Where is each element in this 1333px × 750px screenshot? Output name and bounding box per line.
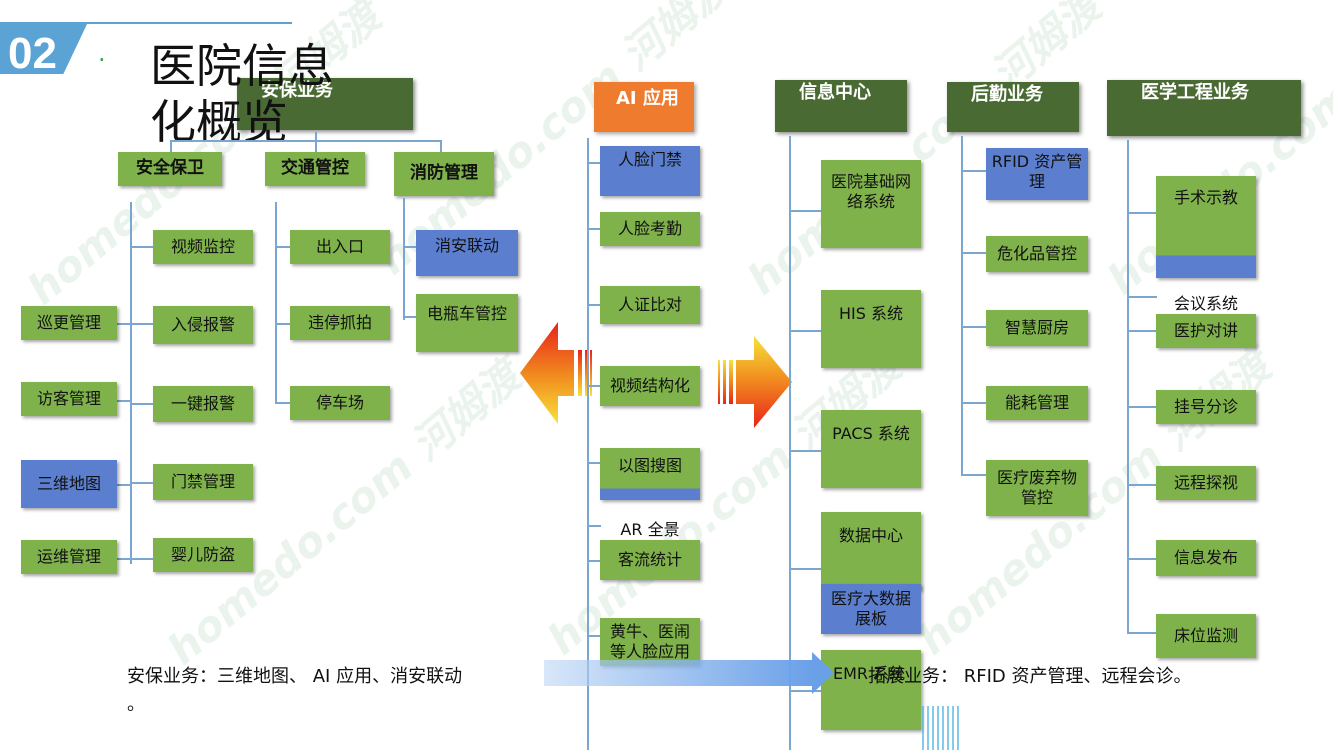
logistics-item-waste: 医疗废弃物管控 (986, 460, 1088, 516)
header-rule (80, 22, 292, 24)
category-guard: 安全保卫 (118, 152, 222, 186)
info-item-emr: EMR 系统 (821, 650, 921, 730)
ai-item-ar-panorama: AR 全景 (620, 520, 680, 539)
med-item-intercom: 医护对讲 (1156, 314, 1256, 348)
bottom-note-security-tail: 。 (127, 694, 145, 715)
info-item-network: 医院基础网络系统 (821, 160, 921, 248)
ai-item-id-compare: 人证比对 (600, 286, 700, 324)
logistics-header: 后勤业务 (947, 82, 1079, 132)
bottom-arrow (544, 660, 814, 686)
traffic-item-parking: 停车场 (290, 386, 390, 420)
guard-item-intrusion: 入侵报警 (153, 306, 253, 344)
info-item-his: HIS 系统 (821, 290, 921, 368)
med-eng-header: 医学工程业务 (1107, 80, 1301, 136)
ai-item-flow-count: 客流统计 (600, 540, 700, 580)
left-item-3d-map: 三维地图 (21, 460, 117, 508)
ai-item-face-apps: 黄牛、医闹等人脸应用 (600, 618, 700, 666)
ai-item-face-access: 人脸门禁 (600, 146, 700, 196)
category-fire: 消防管理 (394, 152, 494, 196)
bottom-arrow-head (812, 652, 834, 694)
guard-item-access: 门禁管理 (153, 464, 253, 500)
ai-item-face-attendance: 人脸考勤 (600, 212, 700, 246)
info-item-pacs: PACS 系统 (821, 410, 921, 488)
info-center-header: 信息中心 (775, 80, 907, 132)
ai-item-image-search: 以图搜图 (600, 448, 700, 500)
arrow-right-icon (718, 336, 792, 428)
info-item-bigdata: 医疗大数据展板 (821, 584, 921, 634)
section-number: 02 (8, 29, 57, 78)
ai-header: AI 应用 (594, 82, 694, 132)
security-header: 安保业务 (237, 78, 413, 130)
header-dot: · (98, 46, 106, 74)
bottom-note-security: 安保业务：三维地图、 AI 应用、消安联动 (127, 666, 463, 687)
left-item-ops: 运维管理 (21, 540, 117, 574)
logistics-item-kitchen: 智慧厨房 (986, 310, 1088, 346)
guard-item-alarm: 一键报警 (153, 386, 253, 422)
bottom-note-extension: 拓展业务： RFID 资产管理、远程会诊。 (868, 666, 1192, 687)
left-item-visitor: 访客管理 (21, 382, 117, 416)
med-item-bed-monitor: 床位监测 (1156, 614, 1256, 658)
traffic-item-gate: 出入口 (290, 230, 390, 264)
category-traffic: 交通管控 (265, 152, 365, 186)
med-item-surgery: 手术示教 (1156, 176, 1256, 278)
info-item-datacenter: 数据中心 (821, 512, 921, 590)
arrow-left-icon (520, 322, 592, 424)
left-item-patrol: 巡更管理 (21, 306, 117, 340)
med-item-remote-visit: 远程探视 (1156, 466, 1256, 500)
med-item-info-publish: 信息发布 (1156, 540, 1256, 576)
guard-item-video: 视频监控 (153, 230, 253, 264)
guard-item-infant: 婴儿防盗 (153, 538, 253, 572)
med-item-triage: 挂号分诊 (1156, 390, 1256, 424)
logistics-item-rfid: RFID 资产管理 (986, 148, 1088, 200)
ai-item-video-structure: 视频结构化 (600, 366, 700, 406)
fire-item-linkage: 消安联动 (416, 230, 518, 276)
decorative-stripes (922, 706, 962, 750)
logistics-item-energy: 能耗管理 (986, 386, 1088, 420)
logistics-item-hazmat: 危化品管控 (986, 236, 1088, 272)
page-title: 医院信息化概览 (150, 39, 334, 149)
med-item-meeting: 会议系统 (1173, 294, 1238, 313)
fire-item-ebike: 电瓶车管控 (416, 294, 518, 352)
traffic-item-illegal-parking: 违停抓拍 (290, 306, 390, 340)
